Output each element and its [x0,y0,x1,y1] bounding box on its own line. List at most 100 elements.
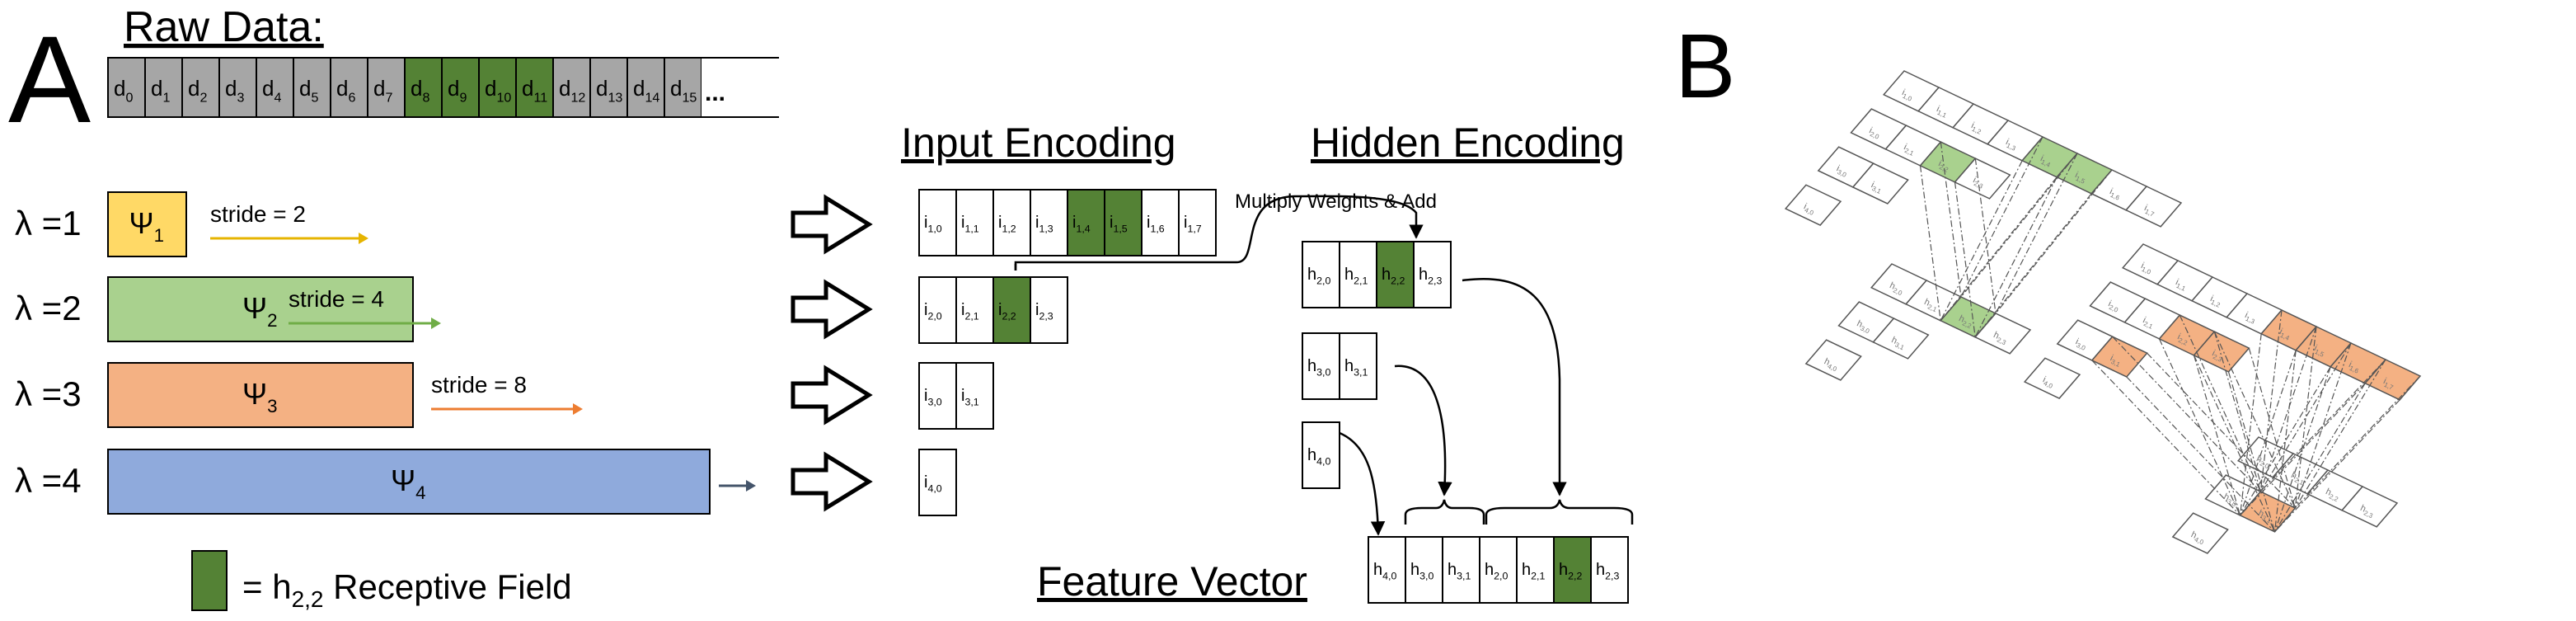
panel-a-label: A [8,10,91,148]
input-cell [1178,189,1217,256]
b-bottom-dashed-link [2274,399,2400,533]
hidden-cell-label: h4,0 [1307,446,1330,468]
input-cell-label: i2,0 [924,301,942,322]
psi-label: Ψ2 [242,291,278,331]
hidden-cell [1302,332,1340,400]
b-bottom-hidden-cell [2171,512,2229,554]
b-top-input-cell-label: i2,0 [1867,125,1883,141]
legend-swatch [191,550,228,611]
b-bottom-input-cell-label: i1,2 [2208,294,2223,309]
brace-hidden-3 [1404,499,1485,525]
block-arrow [791,279,873,340]
b-top-input-cell [2124,186,2183,228]
raw-cell [181,57,220,118]
raw-cell [664,57,702,118]
b-bottom-dashed-link [2213,331,2296,509]
hidden-cell [1339,332,1377,400]
raw-cell-label: d3 [225,76,244,105]
b-bottom-hidden-cell-label: h2,3 [2358,503,2376,520]
input-encoding-title: Input Encoding [901,120,1176,166]
b-bottom-input-cell-label: i4,0 [2040,374,2056,390]
hidden-cell-label: h3,1 [1344,357,1368,379]
b-bottom-dashed-link [2240,383,2366,516]
feature-cell [1442,536,1480,604]
input-cell-label: i1,1 [961,214,979,235]
b-bottom-dashed-link [2274,383,2366,533]
hidden-cell-label: h2,2 [1382,266,1405,287]
psi-box [107,362,414,428]
input-cell-label: i2,1 [961,301,979,322]
hidden-cell [1302,421,1340,489]
b-top-hidden-cell-label: h2,1 [1921,297,1940,313]
b-top-hidden-cell-label: h2,0 [1887,280,1905,297]
psi-label: Ψ4 [391,463,426,503]
connector-row3 [1339,431,1386,536]
continuation-arrowhead [746,480,756,492]
stride-label: stride = 2 [210,201,306,227]
b-bottom-dashed-link [2259,359,2386,492]
b-bottom-input-cell-label: i1,1 [2173,277,2189,293]
hidden-cell-label: h2,3 [1419,266,1442,287]
raw-cell [367,57,406,118]
b-top-dashed-link [1974,176,2058,338]
input-cell-label: i1,6 [1147,214,1165,235]
input-cell-label: i2,2 [998,301,1016,322]
raw-cell-label: d5 [299,76,318,105]
block-arrow [791,194,873,255]
feature-cell-label: h4,0 [1373,561,1396,582]
b-top-dashed-link [1960,136,2043,298]
b-top-input-cell-label: i3,0 [1834,163,1850,179]
b-bottom-dashed-link [2239,350,2297,516]
b-top-input-cell-label: i1,1 [1934,104,1950,120]
brace-hidden-2 [1485,499,1634,525]
b-top-input-cell [1954,158,2011,200]
b-bottom-hidden-cell-label: h3,0 [2222,492,2240,508]
hidden-cell [1413,241,1452,308]
b-top-input-cell-label: i1,7 [2142,203,2157,219]
input-cell-label: i1,0 [924,214,942,235]
raw-cell-label: d15 [670,76,697,105]
multiply-curve [1014,195,1424,271]
b-top-dashed-link [1974,193,2092,338]
stride-arrowhead [431,318,441,329]
b-bottom-dashed-link [2126,376,2275,533]
hidden-cell [1376,241,1415,308]
feature-cell-label: h2,0 [1485,561,1508,582]
input-cell [955,189,994,256]
b-bottom-dashed-link [2259,342,2352,492]
input-cell [918,362,957,430]
raw-cell-ellipsis: ... [705,79,725,106]
b-top-dashed-link [1940,160,2023,322]
input-cell-label: i2,3 [1035,301,1053,322]
feature-cell [1590,536,1629,604]
lambda-label: λ =3 [15,374,82,413]
feature-cell [1405,536,1443,604]
raw-cell [404,57,443,118]
raw-cell [478,57,517,118]
input-cell [1104,189,1143,256]
input-cell [992,276,1031,344]
raw-cell [552,57,591,118]
b-bottom-dashed-link [2259,326,2317,492]
b-bottom-input-cell-label: i1,3 [2242,310,2258,326]
b-top-dashed-link [1940,176,2058,322]
feature-cell-label: h3,1 [1448,561,1471,582]
b-bottom-input-cell-label: i1,6 [2346,360,2362,375]
b-bottom-input-cell-label: i3,0 [2073,336,2089,352]
input-cell [1030,189,1068,256]
input-cell-label: i1,2 [998,214,1016,235]
input-cell [992,189,1031,256]
feature-cell [1553,536,1592,604]
b-top-input-cell-label: i1,6 [2107,186,2123,202]
b-bottom-input-cell-label: i1,7 [2381,376,2396,392]
b-top-dashed-link [1960,153,2078,298]
b-bottom-input-cell-label: i1,5 [2311,343,2327,359]
b-bottom-dashed-link [2294,375,2421,509]
hidden-cell [1339,241,1377,308]
raw-cell-label: d1 [151,76,170,105]
raw-cell [701,58,739,117]
b-bottom-input-cell-label: i1,4 [2277,327,2292,342]
b-top-dashed-link [1995,169,2113,314]
